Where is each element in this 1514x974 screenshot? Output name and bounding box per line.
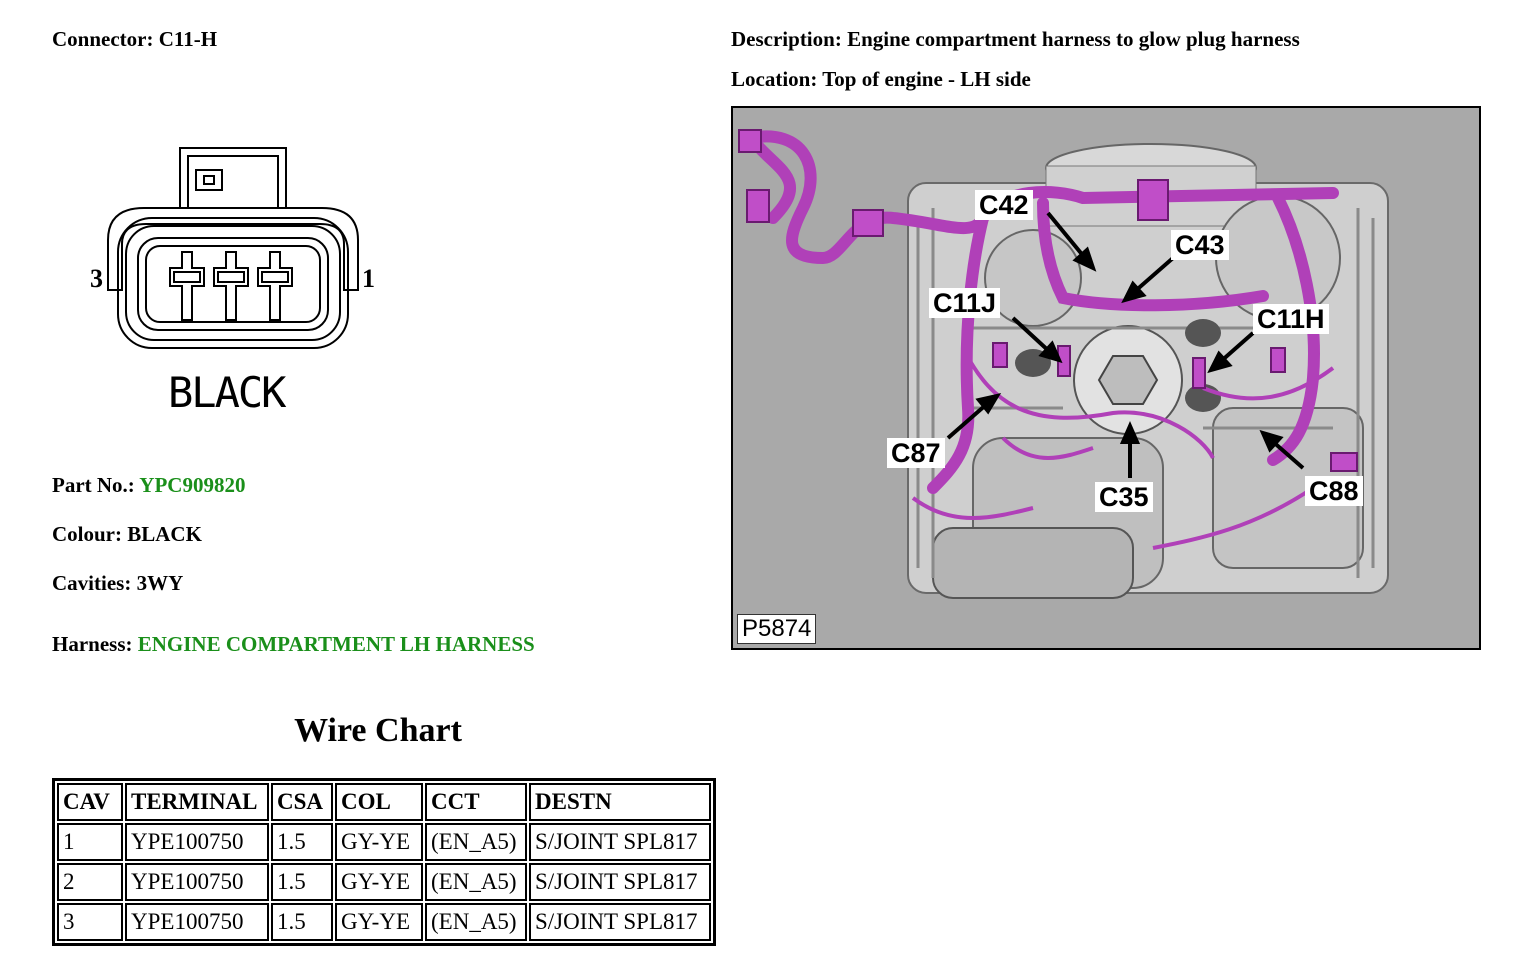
cell-destn: S/JOINT SPL817 <box>529 903 711 941</box>
callout-c11j: C11J <box>929 288 1001 318</box>
connector-line: Connector: C11-H <box>52 27 217 52</box>
colour-line: Colour: BLACK <box>52 522 202 547</box>
callout-c43: C43 <box>1171 230 1229 260</box>
harness-label: Harness: <box>52 632 133 656</box>
connector-face-svg <box>107 147 359 349</box>
pin-number-left: 3 <box>90 264 103 293</box>
header-terminal: TERMINAL <box>125 783 269 821</box>
header-cct: CCT <box>425 783 527 821</box>
description-line: Description: Engine compartment harness … <box>731 27 1300 52</box>
wire-chart-title: Wire Chart <box>294 712 462 749</box>
cell-col: GY-YE <box>335 863 423 901</box>
cell-cct: (EN_A5) <box>425 823 527 861</box>
header-destn: DESTN <box>529 783 711 821</box>
cell-cav: 2 <box>57 863 123 901</box>
wire-chart-header-row: CAV TERMINAL CSA COL CCT DESTN <box>57 783 711 821</box>
image-reference-label: P5874 <box>737 614 817 644</box>
connector-face-diagram: 3 1 BLACK <box>88 140 388 420</box>
cell-terminal: YPE100750 <box>125 903 269 941</box>
part-number-label: Part No.: <box>52 473 135 497</box>
callout-c88: C88 <box>1305 476 1363 506</box>
cell-col: GY-YE <box>335 823 423 861</box>
table-row: 2 YPE100750 1.5 GY-YE (EN_A5) S/JOINT SP… <box>57 863 711 901</box>
cell-cct: (EN_A5) <box>425 863 527 901</box>
cell-terminal: YPE100750 <box>125 863 269 901</box>
header-cav: CAV <box>57 783 123 821</box>
cell-destn: S/JOINT SPL817 <box>529 863 711 901</box>
cell-col: GY-YE <box>335 903 423 941</box>
part-number-link[interactable]: YPC909820 <box>139 473 246 497</box>
engine-illustration <box>738 129 1389 599</box>
cell-csa: 1.5 <box>271 863 333 901</box>
cell-csa: 1.5 <box>271 903 333 941</box>
header-csa: CSA <box>271 783 333 821</box>
harness-connectors <box>738 129 1358 472</box>
cavities-label: Cavities: <box>52 571 132 595</box>
pin-number-right: 1 <box>362 264 375 293</box>
callout-c11h: C11H <box>1253 304 1329 334</box>
colour-value: BLACK <box>127 522 202 546</box>
location-label: Location: <box>731 67 818 91</box>
description-value: Engine compartment harness to glow plug … <box>847 27 1300 51</box>
wire-chart-table: CAV TERMINAL CSA COL CCT DESTN 1 YPE1007… <box>52 778 716 946</box>
location-value: Top of engine - LH side <box>822 67 1031 91</box>
connector-id: C11-H <box>158 27 218 51</box>
header-col: COL <box>335 783 423 821</box>
callout-c87: C87 <box>887 438 945 468</box>
part-number-line: Part No.: YPC909820 <box>52 473 245 498</box>
cell-cav: 1 <box>57 823 123 861</box>
callout-arrows <box>946 211 1305 478</box>
table-row: 1 YPE100750 1.5 GY-YE (EN_A5) S/JOINT SP… <box>57 823 711 861</box>
callout-c35: C35 <box>1095 482 1153 512</box>
cell-csa: 1.5 <box>271 823 333 861</box>
cell-destn: S/JOINT SPL817 <box>529 823 711 861</box>
cavities-value: 3WY <box>136 571 184 595</box>
cavities-line: Cavities: 3WY <box>52 571 183 596</box>
callout-c42: C42 <box>975 190 1033 220</box>
engine-location-image: C42 C43 C11J C11H C87 C35 C88 P5874 <box>731 106 1481 650</box>
table-row: 3 YPE100750 1.5 GY-YE (EN_A5) S/JOINT SP… <box>57 903 711 941</box>
colour-label: Colour: <box>52 522 122 546</box>
harness-link[interactable]: ENGINE COMPARTMENT LH HARNESS <box>137 632 535 656</box>
connector-label: Connector: <box>52 27 154 51</box>
diagram-colour-label: BLACK <box>168 368 286 417</box>
cell-terminal: YPE100750 <box>125 823 269 861</box>
location-line: Location: Top of engine - LH side <box>731 67 1031 92</box>
harness-line: Harness: ENGINE COMPARTMENT LH HARNESS <box>52 632 535 657</box>
cell-cav: 3 <box>57 903 123 941</box>
cell-cct: (EN_A5) <box>425 903 527 941</box>
harness-thin-wires <box>911 347 1335 550</box>
description-label: Description: <box>731 27 842 51</box>
